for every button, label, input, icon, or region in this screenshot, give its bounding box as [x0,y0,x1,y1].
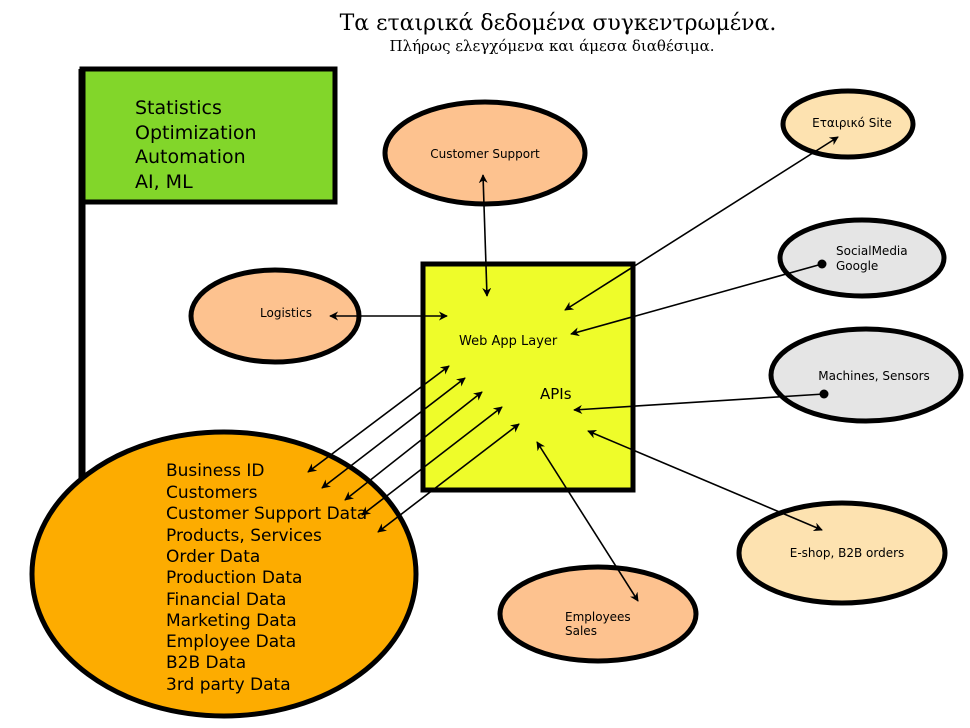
site-label: Εταιρικό Site [812,116,892,130]
edge-data-store [377,423,520,533]
data-item: 3rd party Data [166,675,291,695]
node-logistics: Logistics [188,267,362,365]
apis-label: APIs [540,385,572,403]
logistics-label: Logistics [260,306,312,320]
customer-support-label: Customer Support [430,147,540,161]
data-item: Customers [166,483,258,503]
hub-rect [420,261,636,493]
machines-label: Machines, Sensors [818,369,930,383]
node-employees: Employees Sales [497,564,699,664]
data-store-ellipse [29,429,419,719]
social-label-line2: Google [836,259,878,273]
data-item: Financial Data [166,590,286,610]
social-ellipse [777,217,947,299]
web-app-layer-box: Web App Layer APIs [420,261,636,493]
employees-label-line2: Sales [565,624,597,638]
diagram-subtitle: Πλήρως ελεγχόμενα και άμεσα διαθέσιμα. [389,37,714,55]
edge-company-site [564,136,839,311]
edge-machines-sensors [573,393,825,414]
data-item: Products, Services [166,526,322,546]
connectors [307,136,839,602]
data-item: Production Data [166,568,302,588]
node-eshop: E-shop, B2B orders [736,500,948,606]
social-label-line1: SocialMedia [836,244,908,258]
flag-line-statistics: Statistics [135,97,222,119]
edge-social-media [570,263,823,337]
node-machines-sensors: Machines, Sensors [768,326,964,424]
node-customer-support: Customer Support [382,99,588,207]
flag-line-optimization: Optimization [135,122,257,144]
machines-connector-dot [819,389,829,399]
eshop-label: E-shop, B2B orders [790,546,905,560]
data-item: B2B Data [166,653,246,673]
edge-employees [536,441,639,602]
node-company-site: Εταιρικό Site [780,88,916,160]
diagram-title: Τα εταιρικά δεδομένα συγκεντρωμένα. [340,11,777,36]
edge-customer-support [478,174,492,297]
data-item: Customer Support Data [166,504,367,524]
employees-label-line1: Employees [565,610,631,624]
data-item: Business ID [166,461,264,481]
flag-line-ai-ml: AI, ML [135,171,193,193]
hub-label: Web App Layer [459,334,558,349]
machines-ellipse [768,326,964,424]
data-store: Business ID Customers Customer Support D… [29,429,419,719]
data-item: Employee Data [166,632,296,652]
node-social-media: SocialMedia Google [777,217,947,299]
social-connector-dot [817,259,827,269]
flag-line-automation: Automation [135,146,246,168]
data-item: Order Data [166,547,260,567]
data-item: Marketing Data [166,611,297,631]
flag: Statistics Optimization Automation AI, M… [78,66,338,548]
